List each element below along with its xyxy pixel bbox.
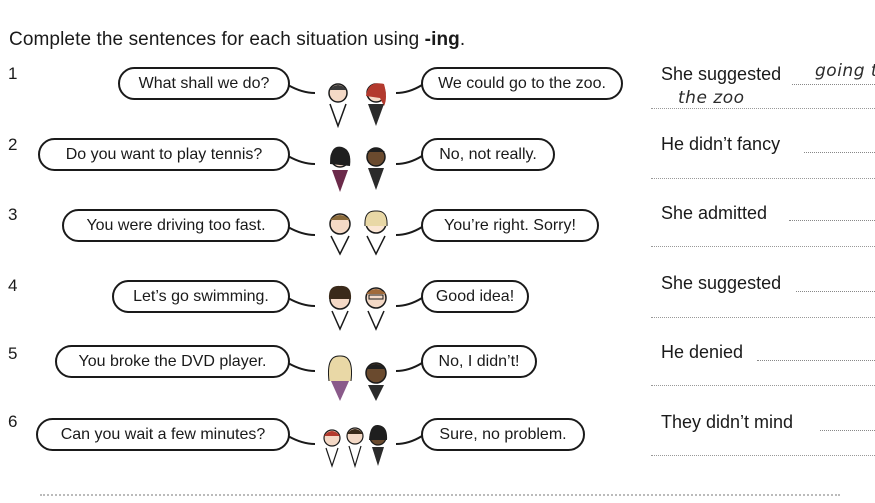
instructions-text: Complete the sentences for each situatio… [9,29,425,50]
answer-line-2[interactable] [651,178,875,179]
speech-tail-a [288,84,316,94]
sentence-prompt: She admitted [661,203,768,223]
exercise-row-6: 6 Can you wait a few minutes? Sure, no p… [0,410,875,470]
speech-bubble-a: Can you wait a few minutes? [36,418,290,451]
faces-icon [328,355,387,401]
faces-icon [330,146,386,192]
answer-line-2[interactable] [651,108,875,109]
answer-line-1[interactable] [789,220,875,221]
exercise-row-2: 2 Do you want to play tennis? No, not re… [0,130,875,192]
exercise-number: 2 [8,135,18,154]
faces-icon [323,424,388,469]
speech-tail-b [395,362,423,372]
exercise-number: 3 [8,205,18,224]
speech-bubble-b: You’re right. Sorry! [421,209,599,242]
exercise-number: 6 [8,412,18,431]
exercise-number: 5 [8,344,18,363]
speech-tail-a [288,362,316,372]
answer-line-2[interactable] [651,246,875,247]
speech-tail-b [395,84,423,94]
exercise-number: 1 [8,64,18,83]
faces-icon [328,83,386,128]
speech-bubble-a: You were driving too fast. [62,209,290,242]
exercise-row-1: 1 What shall we do? We could go to the z… [0,58,875,128]
sentence-prompt: He didn’t fancy [661,134,781,154]
speech-tail-b [395,297,423,307]
sentence-prompt: They didn’t mind [661,412,794,432]
speech-tail-b [395,435,423,445]
page-bottom-rule [40,494,840,496]
speech-bubble-a: You broke the DVD player. [55,345,290,378]
speech-tail-a [288,226,316,236]
answer-line-1[interactable] [804,152,875,153]
answer-line-1[interactable] [757,360,875,361]
speech-tail-b [395,226,423,236]
speech-bubble-a: What shall we do? [118,67,290,100]
speech-bubble-b: No, not really. [421,138,555,171]
speech-tail-a [288,297,316,307]
faces-icon [329,210,388,256]
answer-line-2[interactable] [651,455,875,456]
answer-line-1[interactable] [792,84,875,85]
exercise-row-5: 5 You broke the DVD player. No, I didn’t… [0,341,875,401]
answer-line-2[interactable] [651,385,875,386]
sentence-prompt: He denied [661,342,744,362]
speech-bubble-a: Do you want to play tennis? [38,138,290,171]
exercise-row-3: 3 You were driving too fast. You’re righ… [0,200,875,260]
answer-line-2[interactable] [651,317,875,318]
answer-line-1[interactable] [820,430,875,431]
sentence-prompt: She suggested [661,64,782,84]
speech-bubble-b: No, I didn’t! [421,345,537,378]
exercise-row-4: 4 Let’s go swimming. Good idea! She sugg… [0,271,875,331]
handwritten-answer-1: going t [815,61,875,81]
sentence-prompt: She suggested [661,273,782,293]
speech-bubble-b: We could go to the zoo. [421,67,623,100]
speech-bubble-b: Sure, no problem. [421,418,585,451]
speech-bubble-a: Let’s go swimming. [112,280,290,313]
instructions-suffix: . [459,29,466,50]
instructions-emphasis: -ing [424,29,460,50]
speech-bubble-b: Good idea! [421,280,529,313]
speech-tail-a [288,435,316,445]
exercise-number: 4 [8,276,18,295]
speech-tail-a [288,155,316,165]
handwritten-answer-2: the zoo [678,88,745,108]
speech-tail-b [395,155,423,165]
answer-line-1[interactable] [796,291,875,292]
faces-icon [328,285,387,331]
exercise-instructions: Complete the sentences for each situatio… [9,29,465,51]
